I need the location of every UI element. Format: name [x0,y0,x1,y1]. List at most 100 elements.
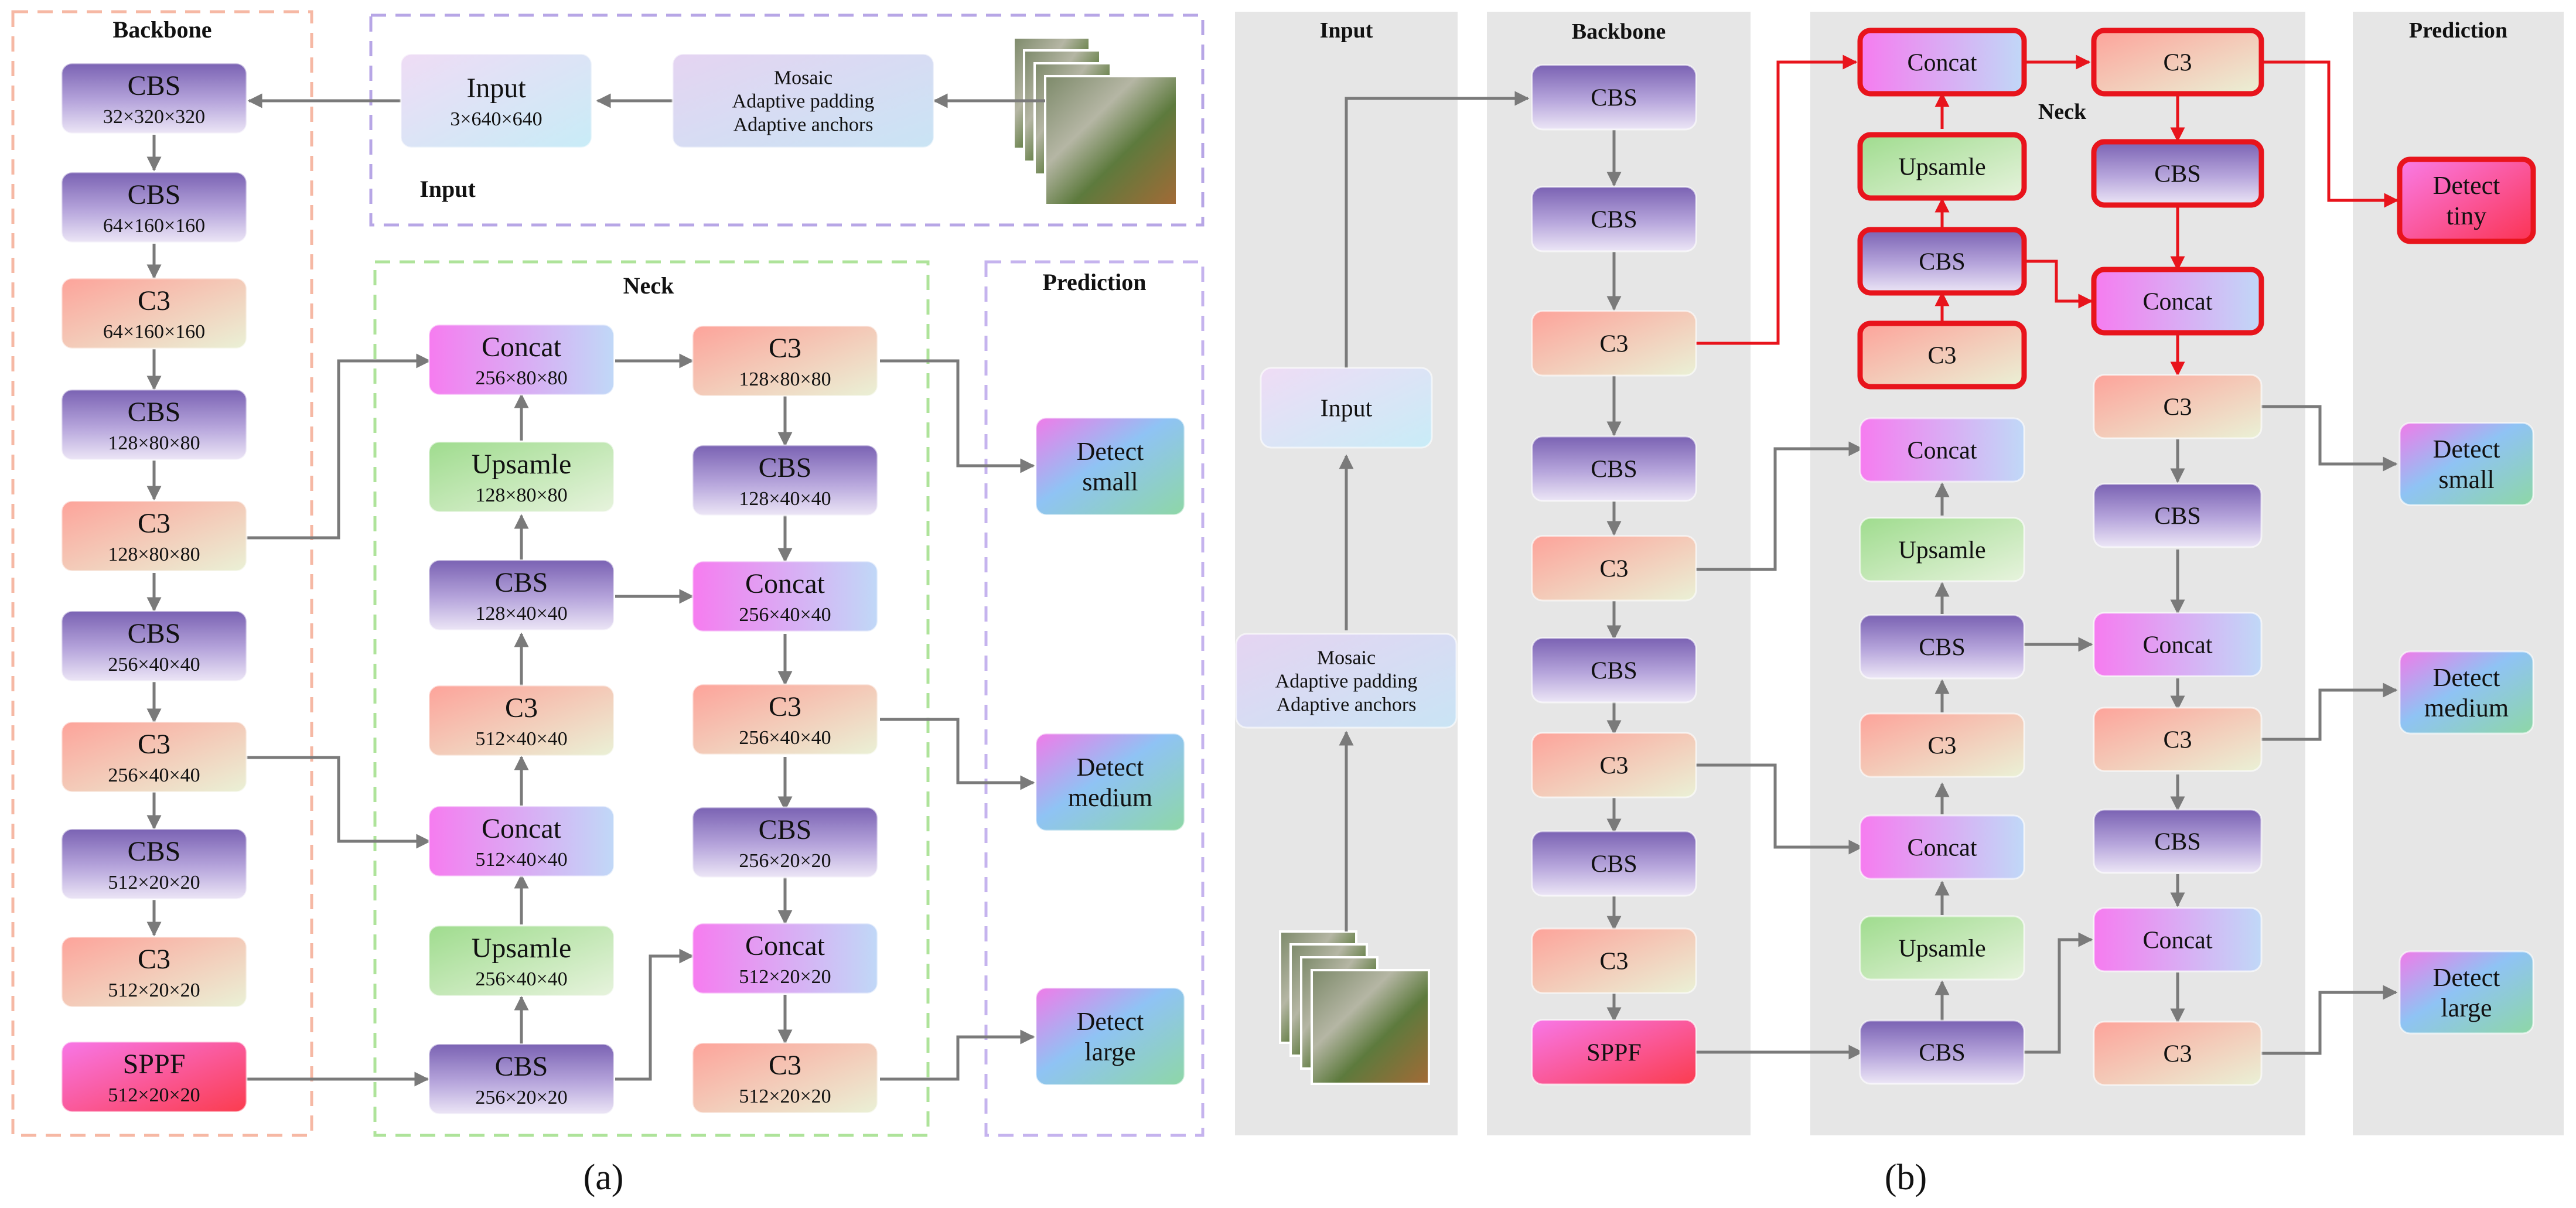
block-dims: 128×80×80 [108,544,200,565]
block-title: Upsamle [472,933,572,964]
node-a-n-cbs4: CBS 256×20×20 [691,806,879,879]
block-title: C3 [138,285,170,316]
block-dims: 128×40×40 [475,603,567,625]
panel-b-arrows [1339,91,2398,1060]
cbs-block [1531,830,1697,897]
block-label-line: Detect [2433,663,2500,692]
block-title: CBS [759,814,812,845]
c3-block [1531,927,1697,994]
ups-block [1857,132,2027,201]
cbs-block [1859,614,2025,680]
block-label-line: CBS [2154,828,2200,855]
block-title: CBS [495,567,548,598]
block-label-line: CBS [1919,634,1965,661]
block-label-line: CBS [2154,161,2200,187]
block-dims: 256×40×40 [108,765,200,786]
cbs-block [1857,227,2027,296]
node-a-cbs1: CBS 32×320×320 [60,62,248,135]
block-label-line: Adaptive padding [1275,671,1418,692]
block-label-line: CBS [1919,1039,1965,1066]
block-dims: 512×40×40 [475,728,567,750]
block-label-line: medium [2424,694,2509,722]
node-b-nr1: C3 [2091,28,2264,97]
input-image-stack [1012,36,1178,206]
panel-b-highlight-arrows [1696,54,2399,377]
node-b-bb5: C3 [1531,535,1697,602]
block-dims: 64×160×160 [103,321,205,343]
block-label-line: CBS [1591,657,1637,684]
concat-block [1859,814,2025,880]
block-dims: 64×160×160 [103,215,205,237]
input-group-label: Input [419,176,476,202]
node-b-nl1: Concat [1857,28,2027,97]
concat-block [691,560,879,633]
detect-block [2398,422,2534,506]
block-dims: 32×320×320 [103,106,205,128]
node-b-nr9: Concat [2093,907,2263,972]
cbs-block [1531,435,1697,502]
ups-block [428,441,615,513]
c3-block [60,277,248,350]
block-label-line: Concat [1908,49,1977,76]
block-dims: 256×20×20 [739,850,831,872]
backbone-group-box [11,10,313,1137]
node-a-c3-1: C3 64×160×160 [60,277,248,350]
block-title: C3 [138,508,170,539]
node-b-bb9: C3 [1531,927,1697,994]
cbs-block [60,610,248,683]
block-label-line: CBS [1591,851,1637,878]
c3-block [691,1042,879,1114]
cbs-block [1531,186,1697,252]
block-label-line: CBS [1591,206,1637,233]
node-a-n-cbs1: CBS 128×40×40 [428,559,615,632]
block-label-line: C3 [2163,49,2192,76]
prediction-group-label: Prediction [1042,269,1146,295]
input-group-box [369,13,1205,227]
detect-block [1035,417,1186,516]
input-block [1260,367,1433,449]
block-label-line: SPPF [1586,1039,1641,1066]
block-label-line: large [1084,1038,1135,1066]
block-title: CBS [128,836,181,867]
cbs-block [60,62,248,135]
block-label-line: C3 [1599,948,1628,975]
block-label-line: Upsamle [1898,935,1985,962]
block-title: Concat [482,813,562,844]
c3-block [60,936,248,1008]
cbs-block [1531,64,1697,131]
cbs-block [60,171,248,244]
block-dims: 256×40×40 [739,604,831,626]
panel-a-arrows [146,93,1045,1087]
cbs-block [60,388,248,461]
input-block [400,53,593,149]
block-dims: 512×20×20 [108,980,200,1001]
detect-block [2398,650,2534,735]
ups-block [1859,517,2025,582]
c3-block [1531,535,1697,602]
block-dims: 128×80×80 [475,484,567,506]
block-label-line: C3 [2163,1040,2192,1067]
c3-block [1531,732,1697,798]
c3-block [691,325,879,397]
block-title: CBS [128,70,181,101]
c3-block [60,721,248,793]
block-label-line: small [2438,465,2494,494]
block-label-line: Concat [1908,834,1977,861]
block-label-line: Upsamle [1898,153,1985,180]
node-b-input: Input [1260,367,1433,449]
block-label-line: Concat [2143,288,2213,315]
concat-block [2093,907,2263,972]
cbs-block [2093,483,2263,548]
node-b-bb2: CBS [1531,186,1697,252]
block-label-line: medium [1068,783,1152,812]
block-label-line: CBS [1591,456,1637,483]
